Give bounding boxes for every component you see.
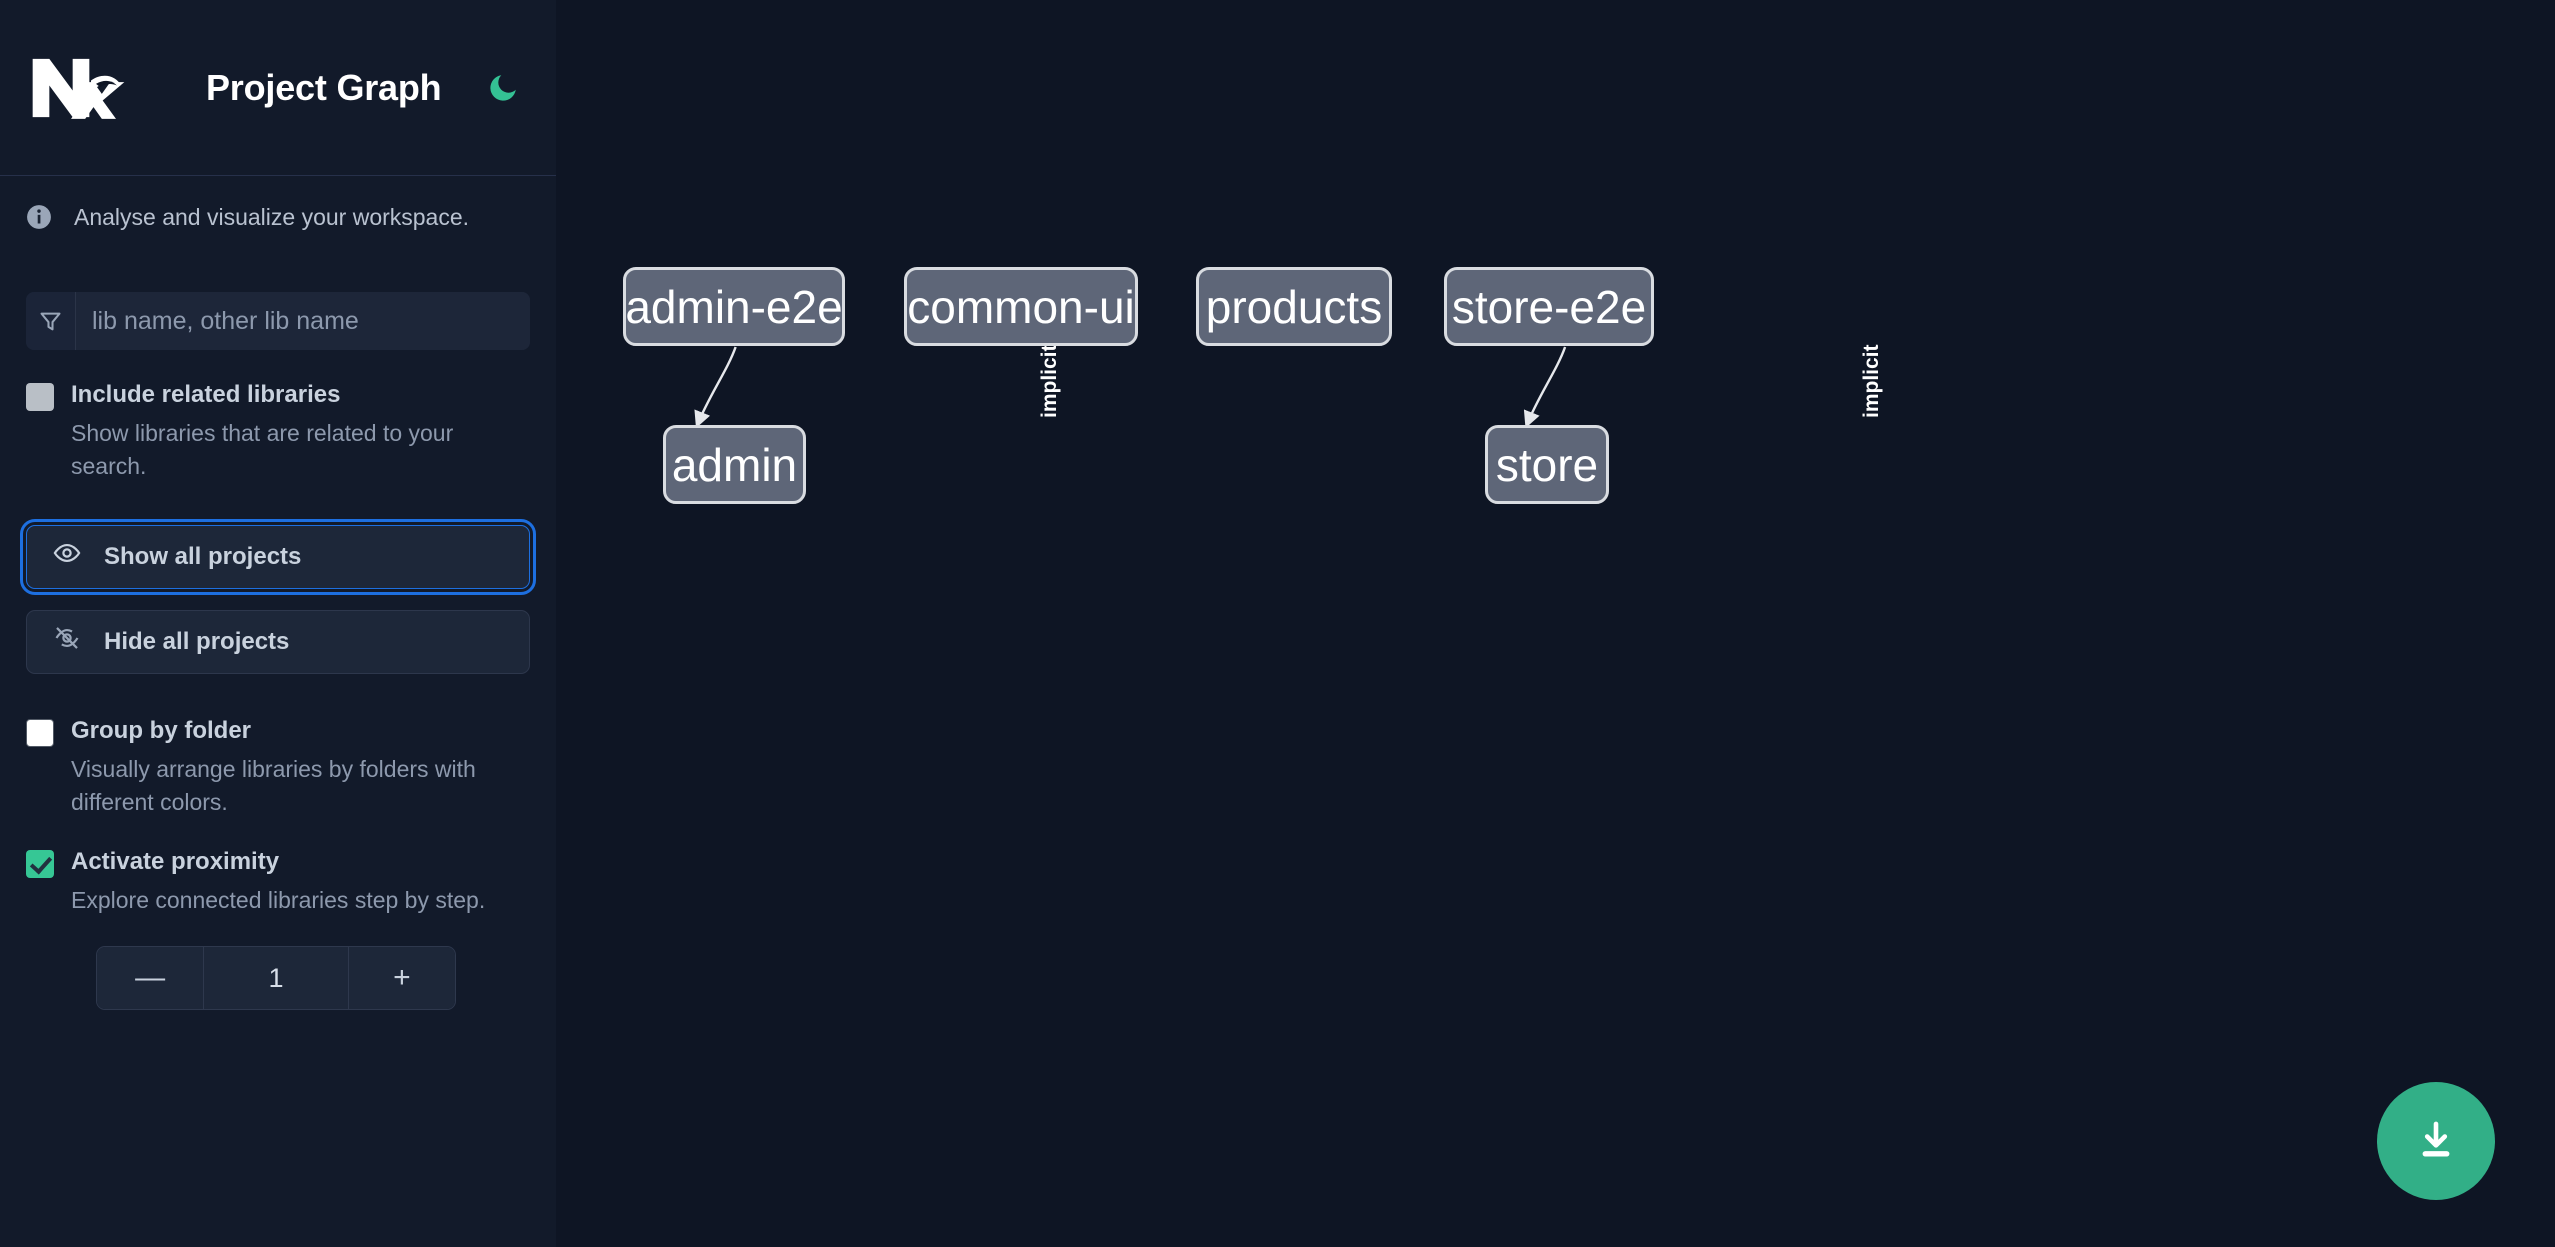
sidebar: Project Graph Analyse and visualize your… [0,0,556,1247]
search-bar[interactable] [26,292,530,350]
include-related-libraries-label: Include related libraries [71,381,341,408]
include-related-libraries-checkbox[interactable] [26,383,54,411]
graph-edges [694,346,1567,429]
info-icon [26,204,52,230]
hide-all-projects-label: Hide all projects [104,627,290,655]
project-visibility-buttons: Show all projects Hide all projects [20,518,536,674]
info-text: Analyse and visualize your workspace. [74,203,470,230]
download-graph-button[interactable] [2377,1082,2495,1200]
search-input[interactable] [76,292,530,350]
option-activate-proximity: Activate proximity Explore connected lib… [26,847,530,917]
option-group-by-folder: Group by folder Visually arrange librari… [26,716,530,819]
nx-logo-icon [26,52,126,124]
proximity-value: 1 [203,947,349,1010]
option-include-related-libraries: Include related libraries Show libraries… [26,380,530,483]
edge-label-store-implicit: implicit [1860,344,1883,418]
group-by-folder-label: Group by folder [71,716,251,744]
graph-node-store-e2e[interactable]: store-e2e [1444,267,1654,346]
group-by-folder-row[interactable]: Group by folder [26,716,530,747]
graph-canvas[interactable]: implicit implicit admin-e2e common-ui pr… [556,0,2555,1247]
show-all-projects-button[interactable]: Show all projects [20,518,536,595]
include-related-libraries-description: Show libraries that are related to your … [71,420,454,479]
activate-proximity-label: Activate proximity [71,847,280,875]
graph-node-products[interactable]: products [1196,267,1392,346]
show-all-projects-label: Show all projects [104,542,302,570]
eye-icon [53,539,81,574]
activate-proximity-checkbox[interactable] [26,849,54,878]
group-by-folder-checkbox[interactable] [26,718,54,747]
activate-proximity-description: Explore connected libraries step by step… [71,886,486,913]
page-title: Project Graph [206,66,442,108]
activate-proximity-row[interactable]: Activate proximity [26,847,530,878]
proximity-increment-button[interactable]: + [348,947,455,1010]
hide-all-projects-button[interactable]: Hide all projects [26,609,530,674]
graph-node-admin-e2e[interactable]: admin-e2e [623,267,845,346]
eye-off-icon [53,624,81,659]
filter-funnel-icon [26,292,76,350]
graph-node-common-ui[interactable]: common-ui [904,267,1138,346]
proximity-stepper: — 1 + [96,946,456,1011]
graph-node-store[interactable]: store [1485,425,1609,504]
download-icon [2413,1117,2459,1166]
edge-label-admin-implicit: implicit [1038,344,1061,418]
graph-node-admin[interactable]: admin [663,425,806,504]
info-banner: Analyse and visualize your workspace. [26,176,530,258]
sidebar-body: Analyse and visualize your workspace. In… [0,176,556,1011]
edge-store-e2e-to-store [1523,346,1567,429]
include-related-libraries-row[interactable]: Include related libraries [26,380,530,411]
group-by-folder-description: Visually arrange libraries by folders wi… [71,755,476,815]
edge-admin-e2e-to-admin [694,346,737,429]
proximity-decrement-button[interactable]: — [97,947,204,1010]
sidebar-header: Project Graph [0,0,556,176]
moon-icon[interactable] [483,68,523,108]
